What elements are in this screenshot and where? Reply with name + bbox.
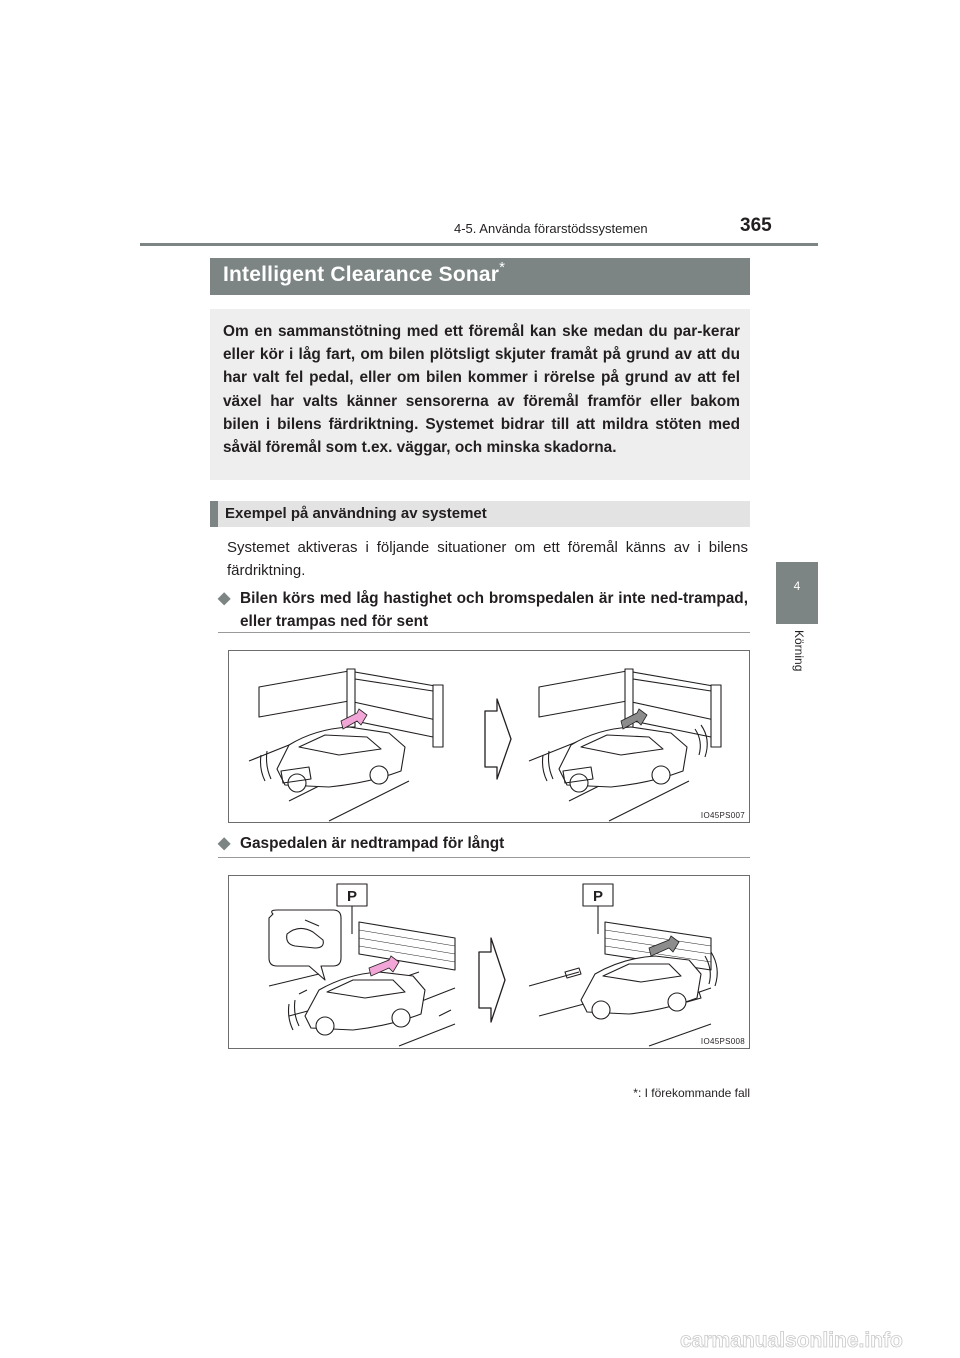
section-heading: Exempel på användning av systemet bbox=[210, 501, 750, 527]
figure-code-1: IO45PS007 bbox=[700, 811, 745, 820]
bullet-rule-2 bbox=[218, 857, 750, 858]
diamond-icon: ◆ bbox=[218, 835, 231, 852]
page-number: 365 bbox=[740, 215, 772, 236]
parking-sign-left: P bbox=[347, 888, 357, 905]
footnote-star: * bbox=[633, 1086, 638, 1100]
intro-box: Om en sammanstötning med ett föremål kan… bbox=[210, 309, 750, 480]
bullet-text-1: Bilen körs med låg hastighet och bromspe… bbox=[240, 590, 748, 630]
figure-low-speed-braking: IO45PS007 bbox=[228, 650, 750, 823]
watermark-text: carmanualsonline.info bbox=[680, 1329, 903, 1352]
header-rule bbox=[140, 243, 818, 246]
diamond-icon: ◆ bbox=[218, 590, 231, 607]
parking-sign-right: P bbox=[593, 888, 603, 905]
title-text: Intelligent Clearance Sonar bbox=[223, 263, 500, 286]
footnote-text: : I förekommande fall bbox=[637, 1086, 750, 1100]
bullet-item-1: ◆ Bilen körs med låg hastighet och broms… bbox=[218, 587, 748, 633]
bullet-rule-1 bbox=[218, 632, 750, 633]
figure-code-2: IO45PS008 bbox=[700, 1037, 745, 1046]
bullet-item-2: ◆ Gaspedalen är nedtrampad för långt bbox=[218, 832, 748, 855]
title-footnote-marker: * bbox=[499, 259, 506, 276]
figure-2-illustration: P P bbox=[268, 883, 718, 1047]
watermark-logo: carmanualsonline.info bbox=[680, 1329, 903, 1353]
chapter-number: 4 bbox=[793, 579, 801, 593]
chapter-label: Körning bbox=[792, 630, 806, 672]
bullet-text-2: Gaspedalen är nedtrampad för långt bbox=[240, 835, 505, 852]
figure-1-illustration bbox=[248, 668, 722, 822]
running-header: 4-5. Använda förarstödssystemen bbox=[454, 221, 648, 236]
page-title: Intelligent Clearance Sonar* bbox=[210, 258, 750, 295]
section-body: Systemet aktiveras i följande situatione… bbox=[227, 539, 748, 579]
figure-accelerator-pressed: P P IO45PS008 bbox=[228, 875, 750, 1049]
footnote: *: I förekommande fall bbox=[633, 1086, 750, 1100]
chapter-tab[interactable]: 4 bbox=[776, 562, 818, 624]
